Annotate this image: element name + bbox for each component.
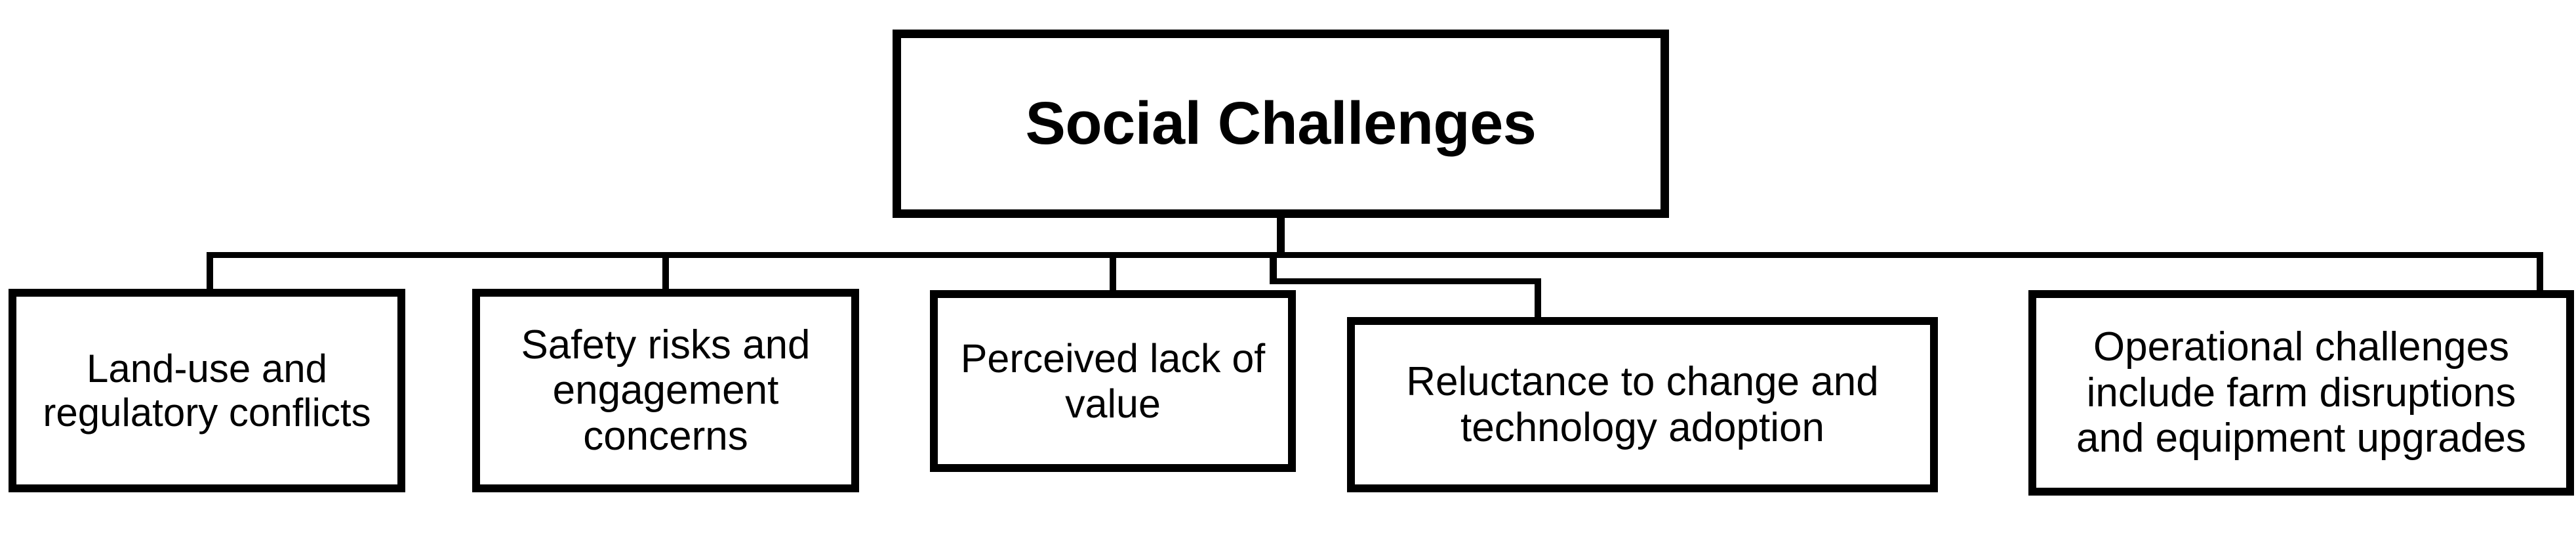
node-operational-challenges[interactable]: Operational challenges include farm disr… (2028, 290, 2574, 496)
node-label: Land-use and regulatory conflicts (43, 346, 371, 435)
node-reluctance-to-change-and-technology-adoption[interactable]: Reluctance to change and technology adop… (1347, 317, 1938, 492)
node-land-use-and-regulatory-conflicts[interactable]: Land-use and regulatory conflicts (9, 289, 405, 492)
edge-bus-horizontal (207, 252, 2543, 258)
edge-drop-c3-horizontal (1270, 278, 1540, 284)
edge-drop-c0 (207, 252, 213, 290)
node-label: Safety risks and engagement concerns (521, 322, 811, 459)
node-perceived-lack-of-value[interactable]: Perceived lack of value (930, 290, 1296, 472)
node-root-social-challenges[interactable]: Social Challenges (893, 30, 1669, 218)
edge-root-stem (1277, 218, 1285, 255)
node-label: Operational challenges include farm disr… (2076, 324, 2526, 461)
node-label: Perceived lack of value (960, 336, 1266, 426)
node-safety-risks-and-engagement-concerns[interactable]: Safety risks and engagement concerns (472, 289, 859, 492)
edge-drop-c2 (1110, 252, 1116, 290)
edge-drop-c3-vertical-2 (1535, 278, 1541, 318)
node-root-label: Social Challenges (1025, 89, 1537, 157)
edge-drop-c4 (2537, 252, 2543, 290)
edge-drop-c3-vertical-1 (1270, 252, 1277, 283)
node-label: Reluctance to change and technology adop… (1406, 359, 1879, 450)
edge-drop-c1 (662, 252, 669, 290)
